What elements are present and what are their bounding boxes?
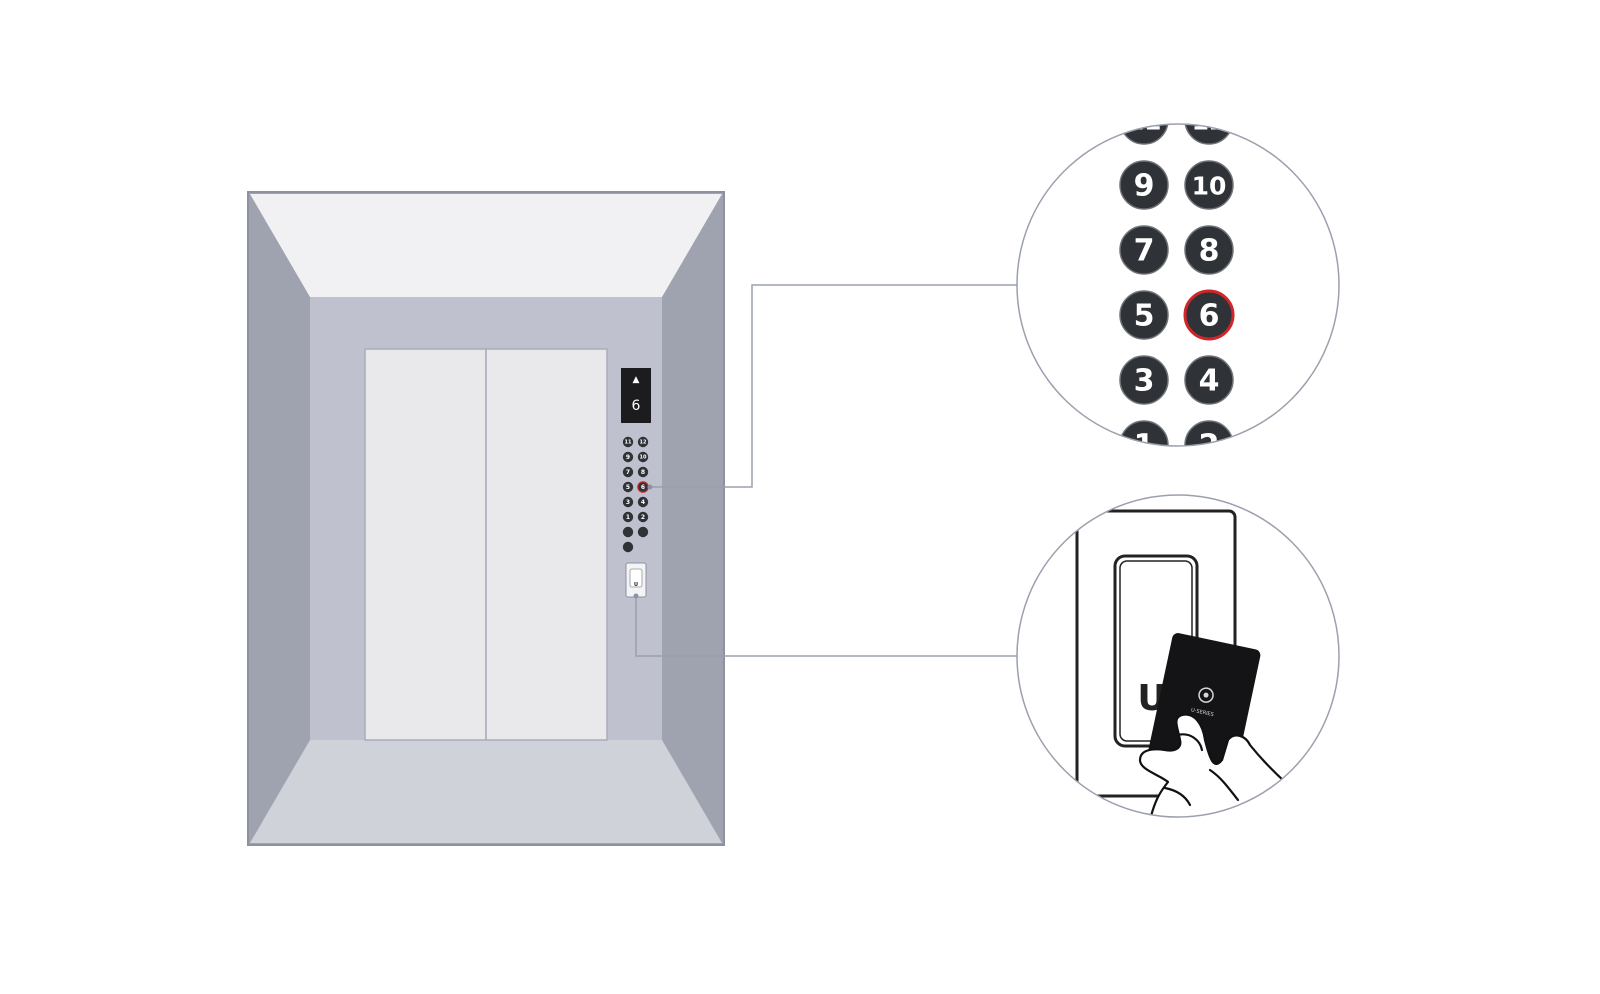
zoom-button-label: 2 — [1199, 429, 1220, 464]
hand — [1138, 713, 1287, 817]
panel-button-label: 8 — [641, 469, 645, 476]
panel-button-label: 2 — [641, 514, 645, 521]
cab-floor — [250, 740, 722, 843]
panel-button[interactable] — [637, 526, 649, 538]
panel-button-label: 7 — [626, 469, 630, 476]
zoom-button-label: 3 — [1134, 364, 1155, 399]
zoom-reader: U U-SERIES — [1016, 494, 1340, 818]
zoom-button-11[interactable] — [1119, 96, 1169, 145]
callout-line-reader — [635, 596, 1017, 657]
zoom-button-10[interactable] — [1184, 160, 1234, 210]
up-arrow-icon: ▲ — [633, 375, 640, 385]
callout-dot-reader — [633, 593, 639, 599]
zoom-buttons-bg — [1017, 124, 1339, 446]
zoom-button-label: 4 — [1199, 364, 1220, 399]
panel-button[interactable] — [622, 541, 634, 553]
zoom-button-6[interactable] — [1183, 289, 1235, 341]
panel-button-10[interactable] — [637, 451, 649, 463]
zoom-reader-ring — [1016, 494, 1340, 818]
card-reader-inner — [629, 568, 643, 588]
floor-indicator-number: 6 — [632, 398, 641, 414]
panel-button-label: 1 — [626, 514, 630, 521]
zoom-button-label: 12 — [1192, 107, 1227, 136]
panel-button-label: 10 — [640, 454, 647, 460]
zoom-button-4[interactable] — [1184, 355, 1234, 405]
zoom-button-label: 8 — [1199, 234, 1220, 269]
zoom-button-9[interactable] — [1119, 160, 1169, 210]
card-reader-logo: U — [634, 582, 638, 588]
panel-button-label: 11 — [625, 439, 632, 445]
zoom-button-8[interactable] — [1184, 225, 1234, 275]
panel-button[interactable] — [622, 526, 634, 538]
zoom-button-label: 1 — [1134, 429, 1155, 464]
panel-button-label: 3 — [626, 499, 630, 506]
panel-button-1[interactable] — [622, 511, 634, 523]
door-left — [364, 348, 487, 741]
panel-button-7[interactable] — [622, 466, 634, 478]
panel-button-11[interactable] — [622, 436, 634, 448]
card-label: U-SERIES — [1190, 707, 1214, 718]
panel-button-8[interactable] — [637, 466, 649, 478]
panel-button-label: 6 — [641, 484, 645, 491]
zoom-button-label: 7 — [1134, 234, 1155, 269]
callout-line-buttons — [650, 284, 1017, 488]
zoom-button-label: 11 — [1127, 107, 1162, 136]
panel-button-5[interactable] — [622, 481, 634, 493]
zoom-button-12[interactable] — [1184, 96, 1234, 145]
panel-button-label: 5 — [626, 484, 630, 491]
zoom-button-7[interactable] — [1119, 225, 1169, 275]
zoom-button-3[interactable] — [1119, 355, 1169, 405]
card-logo-icon — [1198, 687, 1214, 703]
callout-dot-buttons — [647, 484, 653, 490]
floor-indicator — [621, 368, 651, 423]
zoom-buttons-ring — [1016, 123, 1340, 447]
panel-button-label: 12 — [640, 439, 647, 445]
zoom-button-label: 6 — [1199, 299, 1220, 334]
panel-button-3[interactable] — [622, 496, 634, 508]
cab-ceiling — [250, 194, 722, 297]
zoom-button-label: 5 — [1134, 299, 1155, 334]
panel-button-9[interactable] — [622, 451, 634, 463]
zoom-button-label: 10 — [1192, 172, 1227, 201]
zoom-button-label: 9 — [1134, 169, 1155, 204]
door-right — [485, 348, 608, 741]
zoom-button-5[interactable] — [1119, 290, 1169, 340]
panel-button-12[interactable] — [637, 436, 649, 448]
panel-button-label: 4 — [641, 499, 645, 506]
panel-button-label: 9 — [626, 454, 630, 461]
panel-button-2[interactable] — [637, 511, 649, 523]
panel-button-4[interactable] — [637, 496, 649, 508]
